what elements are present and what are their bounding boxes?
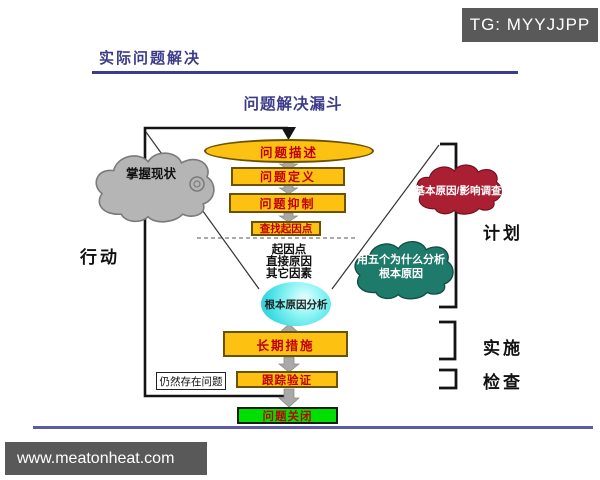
- footer-rule: [33, 426, 593, 429]
- funnel-step-find-cause-point: 查找起因点: [251, 221, 321, 236]
- pdca-do-label: 实施: [483, 339, 523, 358]
- page-title: 实际问题解决: [99, 50, 202, 67]
- funnel-step-problem-description: 问题描述: [204, 139, 374, 163]
- direct-cause-label: 直接原因: [266, 256, 312, 268]
- five-why-line2: 根本原因: [379, 268, 423, 281]
- cause-point-label: 起因点: [271, 244, 307, 256]
- long-term-action-box: 长期措施: [223, 331, 348, 357]
- step-label: 长期措施: [256, 338, 315, 353]
- root-cause-analysis-ellipse: 根本原因分析: [261, 282, 331, 326]
- pdca-check-label: 检查: [483, 373, 523, 392]
- step-label: 问题定义: [259, 170, 316, 184]
- step-label: 问题抑制: [259, 196, 316, 211]
- root-cause-label: 根本原因分析: [264, 298, 328, 311]
- do-bracket: [439, 320, 457, 361]
- tg-watermark: TG: MYYJJPP: [462, 8, 598, 42]
- down-arrow-icon: [278, 388, 300, 408]
- other-factors-label: 其它因素: [266, 268, 312, 280]
- site-watermark: www.meatonheat.com: [5, 442, 207, 475]
- basic-cause-label: 基本原因/影响调查: [414, 185, 502, 197]
- feedback-loop-line: [143, 126, 288, 398]
- cloud-curl-icon: [193, 180, 201, 188]
- pdca-plan-label: 计划: [483, 224, 523, 243]
- grasp-status-label: 掌握现状: [125, 167, 176, 181]
- pdca-act-label: 行动: [80, 248, 120, 267]
- step-label: 问题关闭: [262, 410, 313, 423]
- problem-closed-box: 问题关闭: [237, 407, 338, 424]
- down-arrow-icon: [278, 356, 300, 373]
- problem-remains-box: 仍然存在问题: [156, 372, 226, 390]
- five-why-line1: 用五个为什么分析: [357, 254, 445, 266]
- step-label: 问题描述: [259, 145, 318, 160]
- diagram-title: 问题解决漏斗: [243, 96, 343, 113]
- down-arrow-icon: [278, 212, 299, 223]
- plan-bracket: [439, 142, 458, 309]
- funnel-right-line: [331, 144, 440, 290]
- title-underline: [92, 71, 518, 74]
- five-why-label: 用五个为什么分析 根本原因: [336, 253, 466, 282]
- feedback-arrowhead-icon: [281, 127, 296, 140]
- funnel-step-problem-definition: 问题定义: [231, 167, 345, 186]
- follow-up-verify-box: 跟踪验证: [236, 371, 338, 388]
- check-bracket: [439, 368, 458, 390]
- funnel-step-problem-containment: 问题抑制: [229, 193, 346, 213]
- step-label: 仍然存在问题: [159, 375, 223, 388]
- step-label: 查找起因点: [259, 223, 313, 235]
- step-label: 跟踪验证: [262, 374, 312, 387]
- cloud-curl-icon: [189, 176, 205, 192]
